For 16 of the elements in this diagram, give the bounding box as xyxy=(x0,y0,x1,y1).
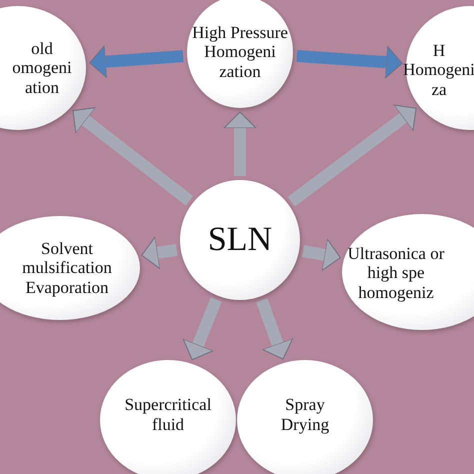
block-arrow xyxy=(182,297,222,360)
block-arrow xyxy=(89,45,184,78)
node-label: Spray Drying xyxy=(280,395,330,435)
node-label: SLN xyxy=(208,220,272,260)
block-arrow xyxy=(224,112,256,176)
node-label: Supercritical fluid xyxy=(124,395,212,435)
block-arrow xyxy=(302,238,341,272)
block-arrow xyxy=(141,236,178,270)
block-arrow xyxy=(256,298,294,360)
node-label: Ultrasonica or high spe homogeniz xyxy=(346,244,446,302)
node-label: old omogeni ation xyxy=(11,38,73,98)
node-label: High Pressure Homogeni zation xyxy=(191,22,289,82)
block-arrow xyxy=(296,46,403,79)
node-label: Solvent mulsification Evaporation xyxy=(21,238,113,298)
block-arrow xyxy=(288,104,417,206)
block-arrow xyxy=(72,107,194,206)
